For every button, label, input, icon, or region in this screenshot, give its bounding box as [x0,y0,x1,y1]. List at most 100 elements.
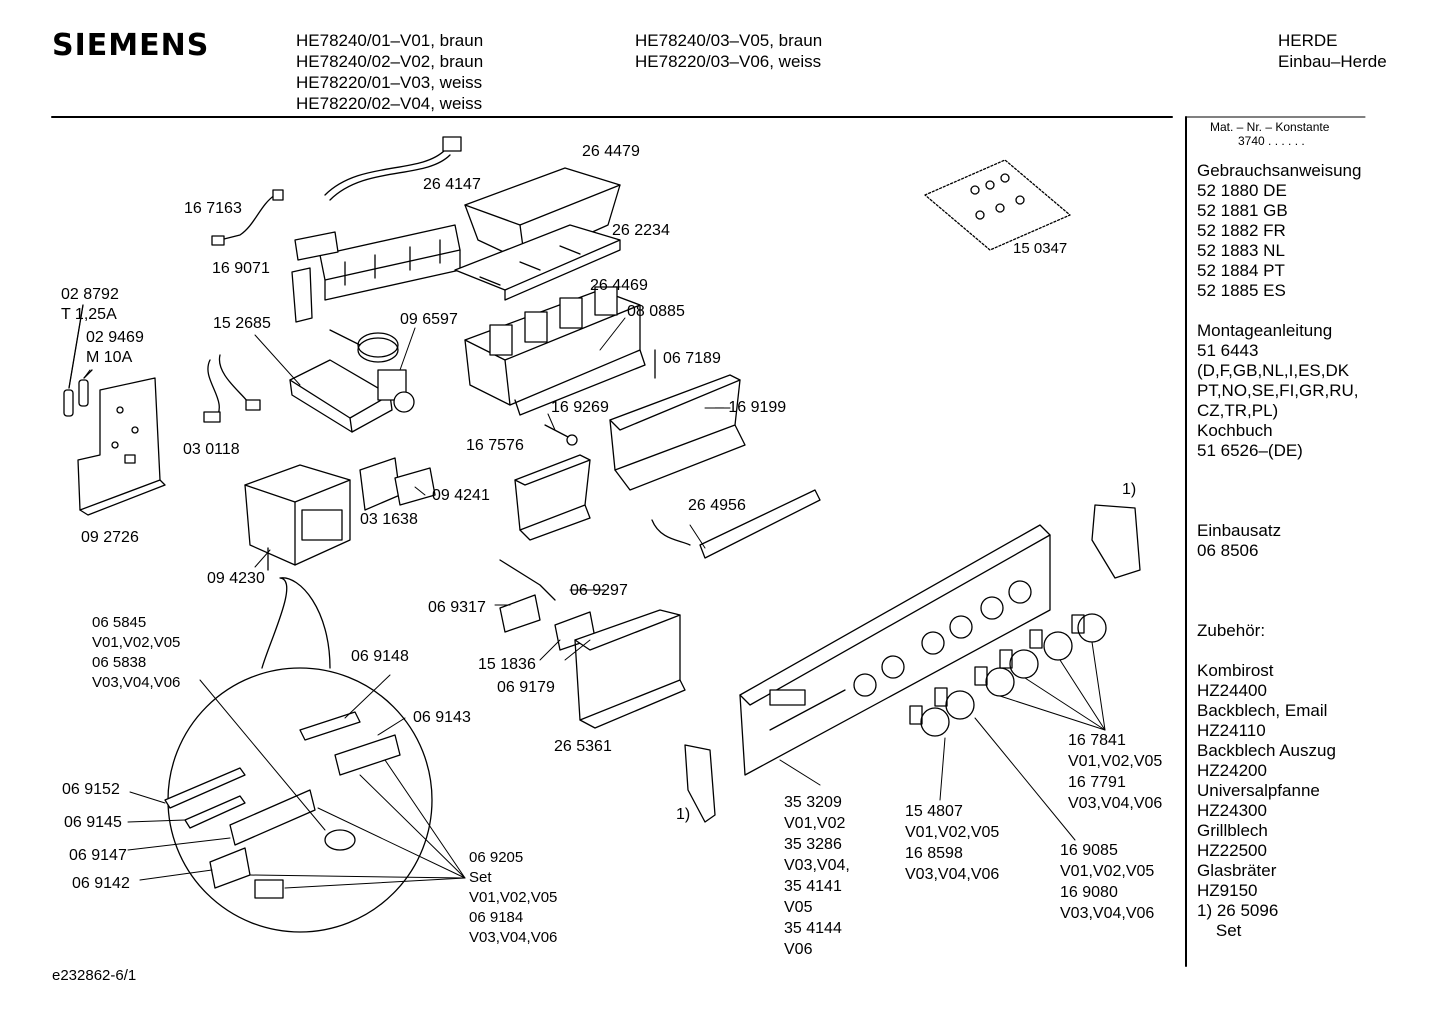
mat-number-value: 3740 . . . . . . [1238,134,1305,148]
part-number: 06 9184 [469,909,524,926]
control-panel-part [739,524,1051,776]
model-line: HE78240/02–V02, braun [296,52,484,71]
switch-block-part [464,286,646,416]
sidebar-line: 52 1885 ES [1197,281,1286,300]
variant-list: V03,V04,V06 [1060,905,1155,922]
part-label: 08 0885 [627,303,685,320]
part-label: 26 4469 [590,277,648,294]
document-id: e232862-6/1 [52,967,137,984]
part-label: 06 7189 [663,350,721,367]
part-label: 16 7576 [466,437,524,454]
sidebar-line: 52 1880 DE [1197,181,1287,200]
display-module-part [244,464,351,571]
sidebar-line: Zubehör: [1197,621,1266,640]
tray-part [464,167,621,263]
sidebar-line: HZ24400 [1197,681,1267,700]
label-group-control-panel: 35 3209 V01,V02 35 3286 V03,V04, 35 4141… [784,792,850,960]
part-label: 06 9142 [72,875,130,892]
sidebar-line [1197,581,1361,601]
part-label: 16 9071 [212,260,270,277]
part-label: 15 0347 [1013,240,1068,257]
variant-list: V03,V04, [784,857,850,874]
sidebar-line: HZ9150 [1197,881,1258,900]
footnote-marker: 1) [676,806,691,823]
sidebar-line [1197,481,1361,501]
part-label: 06 9317 [428,599,486,616]
part-label: 06 9297 [570,582,628,599]
part-label: T 1,25A [61,306,117,323]
sidebar-line: CZ,TR,PL) [1197,401,1279,420]
sidebar-line: 51 6526–(DE) [1197,441,1303,460]
button-strip-part [164,711,401,899]
sidebar-line: Backblech, Email [1197,701,1328,720]
mat-number-title: Mat. – Nr. – Konstante [1210,120,1330,134]
variant-list: V03,V04,V06 [92,674,181,691]
sidebar-line: 52 1884 PT [1197,261,1285,280]
variant-list: V05 [784,899,813,916]
screw-bag-part [924,159,1071,251]
part-label: 09 4241 [432,487,490,504]
variant-list: V01,V02,V05 [92,634,181,651]
model-line: HE78220/02–V04, weiss [296,94,483,113]
footnote-marker: 1) [1122,481,1137,498]
part-label: 06 9179 [497,679,555,696]
part-label: 02 8792 [61,286,119,303]
strip-cable-part [651,519,691,546]
part-label: 09 6597 [400,311,458,328]
part-label: 26 4479 [582,143,640,160]
part-label: 26 4956 [688,497,746,514]
sidebar-line [1197,641,1361,661]
sidebar-line: Glasbräter [1197,861,1277,880]
sidebar-line: HZ24300 [1197,801,1267,820]
sidebar-line: 52 1881 GB [1197,201,1288,220]
part-label: 16 7163 [184,200,242,217]
part-number: 16 9085 [1060,842,1118,859]
part-number: 16 7841 [1068,732,1126,749]
sidebar-line: Set [1197,921,1242,940]
part-number: 35 4141 [784,878,842,895]
part-label: 06 9152 [62,781,120,798]
sidebar-line: 52 1882 FR [1197,221,1286,240]
sidebar-line: Gebrauchsanweisung [1197,161,1362,180]
part-number: 06 5838 [92,654,147,671]
part-number: 16 8598 [905,845,963,862]
part-label: 06 9147 [69,847,127,864]
label-group-knob-b: 16 9085 V01,V02,V05 16 9080 V03,V04,V06 [1060,840,1154,924]
label-group-button-strips: 06 5845 V01,V02,V05 06 5838 V03,V04,V06 [92,613,180,693]
rotary-switch-part [499,594,541,633]
sidebar-line: Einbausatz [1197,521,1282,540]
model-line: HE78240/03–V05, braun [635,31,823,50]
category-subtitle: Einbau–Herde [1278,52,1387,71]
sidebar-line: HZ24200 [1197,761,1267,780]
mounting-bracket-part [609,374,746,491]
sidebar-line: 1) 26 5096 [1197,901,1279,920]
leader-lines [68,304,1106,889]
variant-list: V01,V02,V05 [1068,753,1163,770]
detail-callout [261,577,331,669]
sidebar-line: HZ22500 [1197,841,1267,860]
sidebar-line: Backblech Auszug [1197,741,1336,760]
label-group-button-set: 06 9205 Set V01,V02,V05 06 9184 V03,V04,… [469,848,557,948]
knob-part [909,613,1107,737]
cable-harness-part [207,354,251,421]
variant-list: V01,V02,V05 [1060,863,1155,880]
part-label: 15 2685 [213,315,271,332]
sidebar-line: HZ24110 [1197,721,1266,740]
sidebar-line: Kochbuch [1197,421,1273,440]
label-group-knob-a: 15 4807 V01,V02,V05 16 8598 V03,V04,V06 [905,801,999,885]
sidebar-line: Kombirost [1197,661,1274,680]
sidebar-line: 06 8506 [1197,541,1259,560]
part-label: 06 9143 [413,709,471,726]
label-group-knob-c: 16 7841 V01,V02,V05 16 7791 V03,V04,V06 [1068,730,1162,814]
model-line: HE78220/03–V06, weiss [635,52,822,71]
part-label: 03 0118 [183,441,240,458]
model-list-1: HE78240/01–V01, braun HE78240/02–V02, br… [296,30,483,114]
terminal-block-part [291,267,313,323]
part-label: 16 9269 [551,399,609,416]
part-label: 26 2234 [612,222,670,239]
sidebar-line: Montageanleitung [1197,321,1333,340]
sidebar-line [1197,501,1361,521]
sidebar-line [1197,601,1361,621]
